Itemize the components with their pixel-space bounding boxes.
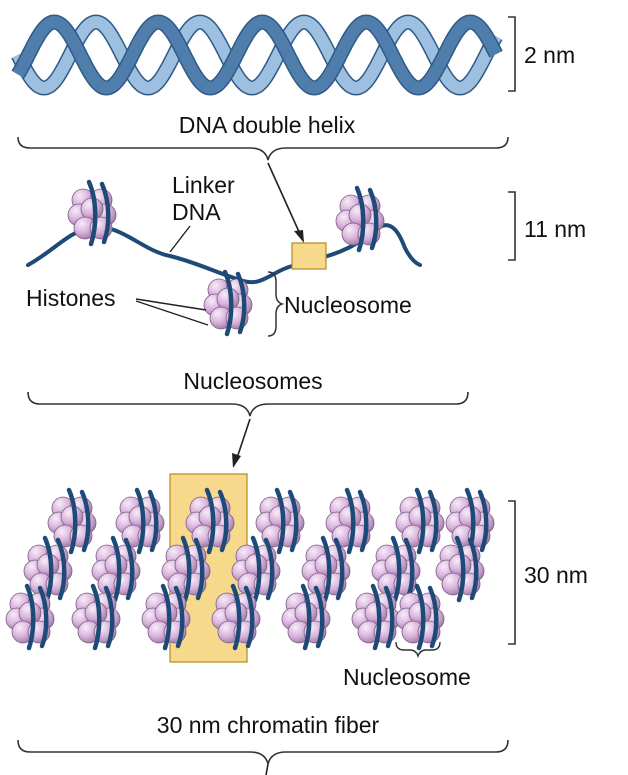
helix-scale-bracket (508, 16, 516, 92)
linker-pointer (169, 225, 191, 253)
fiber-caption: 30 nm chromatin fiber (157, 712, 380, 738)
helix-caption: DNA double helix (179, 112, 356, 138)
fiber-nucleosome-19 (282, 586, 330, 648)
fiber-nucleosome-16 (72, 586, 120, 648)
fiber-nucleosome-5 (326, 490, 374, 552)
histones-label: Histones (26, 285, 115, 311)
helix-scale-label: 2 nm (524, 42, 575, 68)
histones-pointer-2 (135, 300, 209, 326)
fiber-nucleosome-14 (436, 538, 484, 600)
nucleosome-single-label: Nucleosome (284, 292, 412, 318)
fiber-nucleosome-6 (396, 490, 444, 552)
fiber-scale-label: 30 nm (524, 562, 588, 588)
zoom-arrowhead-lower (232, 453, 241, 468)
linker-label-line2: DNA (172, 199, 221, 225)
fiber-nucleosome-4 (256, 490, 304, 552)
zoom-arrowhead-upper (294, 230, 304, 243)
highlight-box-upper (291, 242, 327, 270)
dna-double-helix-icon (11, 14, 503, 96)
helix-caption-brace (17, 136, 509, 161)
zoom-arrow-lower (236, 418, 251, 459)
linker-label-line1: Linker (172, 172, 235, 198)
helix-strand-2 (12, 15, 502, 95)
beads-scale-bracket (508, 191, 516, 261)
beads-caption: Nucleosomes (183, 368, 322, 394)
fiber-nucleosome-1 (48, 490, 96, 552)
beads-scale-label: 11 nm (524, 216, 586, 242)
fiber-continue-line (265, 763, 269, 775)
fiber-nucleosome-brace (395, 641, 441, 659)
fiber-nucleosome-2 (116, 490, 164, 552)
chromatin-fiber (6, 490, 494, 648)
nucleosome-single-brace (267, 271, 285, 337)
nucleosome-right (336, 188, 384, 250)
fiber-caption-brace (17, 739, 509, 765)
zoom-arrow-upper (267, 162, 301, 235)
histones-pointer-1 (135, 298, 207, 311)
beads-caption-brace (27, 391, 469, 417)
fiber-nucleosome-20 (352, 586, 400, 648)
fiber-nucleosome-21 (396, 586, 444, 648)
fiber-nucleosome-label: Nucleosome (343, 664, 471, 690)
helix-strand-1 (12, 15, 502, 95)
fiber-scale-bracket (508, 500, 516, 645)
